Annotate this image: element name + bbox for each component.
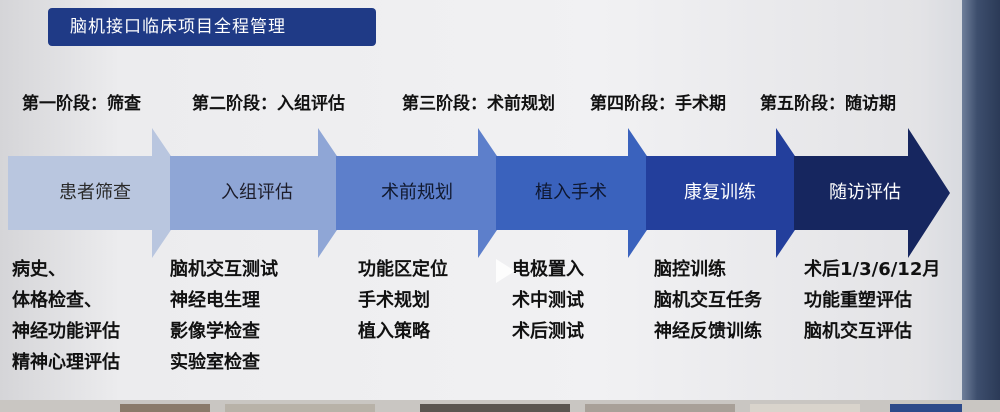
step-label-planning: 术前规划 — [381, 182, 453, 203]
arrow-shape-enrollment — [170, 128, 362, 258]
detail-column-followup: 术后1/3/6/12月 功能重塑评估 脑机交互评估 — [804, 254, 940, 347]
photo-thumbnail — [225, 404, 375, 412]
photo-thumbnail — [120, 404, 210, 412]
detail-column-rehab: 脑控训练 脑机交互任务 神经反馈训练 — [654, 254, 762, 347]
detail-item: 功能区定位 — [358, 259, 448, 280]
photo-thumbnail — [420, 404, 570, 412]
detail-item: 影像学检查 — [170, 321, 260, 342]
detail-item: 术中测试 — [512, 290, 584, 311]
detail-item: 术后1/3/6/12月 — [804, 259, 941, 280]
process-arrows — [8, 128, 950, 258]
detail-column-enrollment: 脑机交互测试 神经电生理 影像学检查 实验室检查 — [170, 254, 278, 378]
stage-label-5: 第五阶段：随访期 — [760, 94, 896, 114]
detail-item: 功能重塑评估 — [804, 290, 912, 311]
detail-item: 神经功能评估 — [12, 321, 120, 342]
step-label-rehab: 康复训练 — [684, 182, 756, 203]
detail-item: 脑机交互评估 — [804, 321, 912, 342]
detail-column-surgery: 电极置入 术中测试 术后测试 — [512, 254, 584, 347]
step-label-surgery: 植入手术 — [535, 182, 607, 203]
detail-item: 病史、 — [12, 259, 66, 280]
stage-label-2: 第二阶段：入组评估 — [192, 94, 345, 114]
step-label-followup: 随访评估 — [829, 182, 901, 203]
detail-item: 体格检查、 — [12, 290, 102, 311]
play-icon[interactable] — [494, 258, 516, 284]
photo-thumbnail — [750, 404, 860, 412]
stage-label-4: 第四阶段：手术期 — [590, 94, 726, 114]
detail-item: 神经电生理 — [170, 290, 260, 311]
arrow-shape-screening — [8, 128, 196, 258]
photo-thumbnail — [890, 404, 962, 412]
step-label-enrollment: 入组评估 — [221, 182, 293, 203]
arrow-shape-surgery — [496, 128, 672, 258]
detail-item: 术后测试 — [512, 321, 584, 342]
detail-column-planning: 功能区定位 手术规划 植入策略 — [358, 254, 448, 347]
stage-label-3: 第三阶段：术前规划 — [402, 94, 555, 114]
slide-title: 脑机接口临床项目全程管理 — [48, 8, 376, 46]
detail-item: 脑控训练 — [654, 259, 726, 280]
stage-label-1: 第一阶段：筛查 — [22, 94, 141, 114]
step-label-screening: 患者筛查 — [59, 182, 131, 203]
detail-item: 精神心理评估 — [12, 352, 120, 373]
detail-column-screening: 病史、 体格检查、 神经功能评估 精神心理评估 — [12, 254, 120, 378]
photo-thumbnail — [585, 404, 735, 412]
arrow-shape-rehab — [646, 128, 820, 258]
screen-edge — [962, 0, 1000, 412]
stage-labels: 第一阶段：筛查 第二阶段：入组评估 第三阶段：术前规划 第四阶段：手术期 第五阶… — [22, 89, 952, 117]
detail-item: 脑机交互任务 — [654, 290, 762, 311]
detail-item: 植入策略 — [358, 321, 430, 342]
detail-item: 实验室检查 — [170, 352, 260, 373]
detail-item: 脑机交互测试 — [170, 259, 278, 280]
arrow-shape-planning — [336, 128, 522, 258]
detail-item: 手术规划 — [358, 290, 430, 311]
detail-item: 电极置入 — [512, 259, 584, 280]
detail-item: 神经反馈训练 — [654, 321, 762, 342]
arrow-shape-followup — [794, 128, 950, 258]
